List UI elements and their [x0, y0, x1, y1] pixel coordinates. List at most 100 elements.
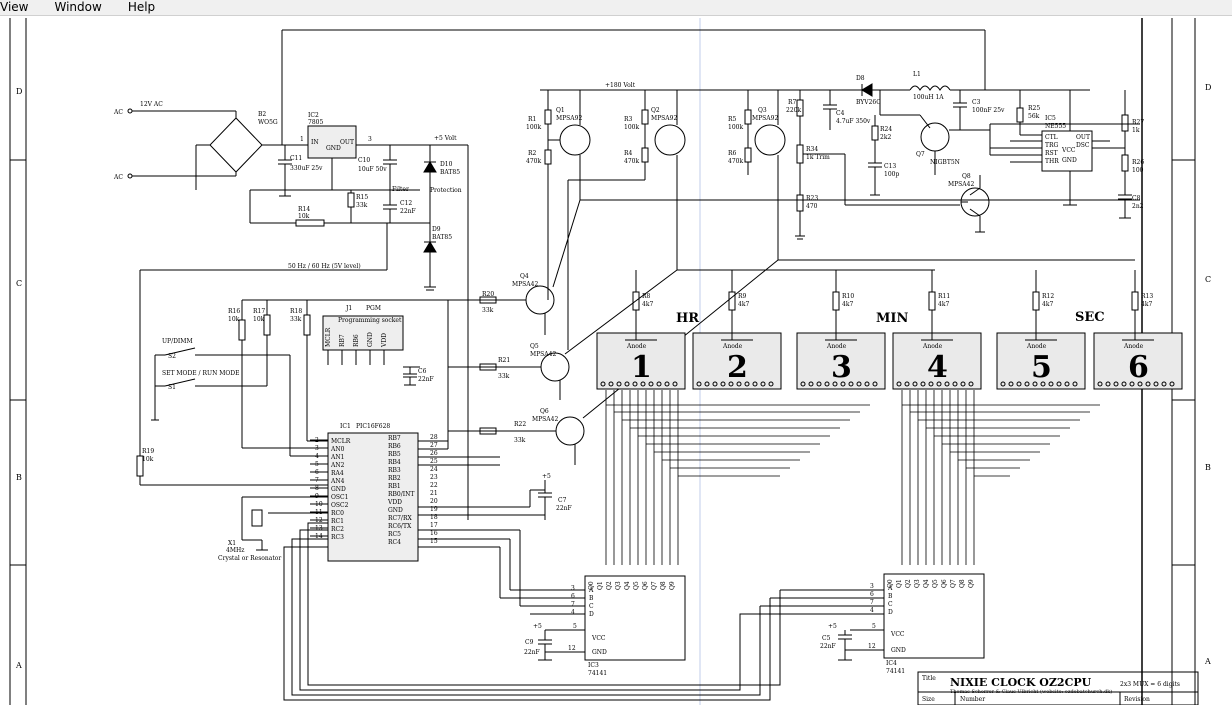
mcu-pin-number: 12 — [315, 517, 323, 524]
q1-ref: Q1 — [556, 107, 565, 114]
row-b-left: B — [16, 473, 22, 482]
cathode-pin — [600, 381, 606, 387]
cathode-bus — [605, 390, 1100, 565]
cathode-pin — [736, 381, 742, 387]
mcu-pin-label: RB6 — [388, 443, 401, 450]
mcu-pin-number: 7 — [315, 477, 319, 484]
ic2-value: 7805 — [308, 119, 323, 126]
mcu-pin-number: 5 — [315, 461, 319, 468]
r17-value: 10k — [253, 316, 265, 323]
ic4-vcc: VCC — [890, 631, 905, 638]
mcu-pin-number: 18 — [430, 514, 438, 521]
cathode-pin — [856, 381, 862, 387]
decoder-output-label: Q6 — [642, 581, 649, 590]
menu-window[interactable]: Window — [54, 0, 102, 14]
vcc-label: +5 Volt — [434, 135, 457, 142]
decoders — [283, 522, 985, 701]
decoder-input-label: D — [888, 609, 893, 616]
mcu-section — [136, 299, 552, 562]
cathode-pin — [824, 381, 830, 387]
mcu-pin-label: RB5 — [388, 451, 401, 458]
anode-resistor-value: 4k7 — [842, 301, 853, 308]
mcu-pin-number: 25 — [430, 458, 438, 465]
ic5-ref: IC5 — [1045, 115, 1056, 122]
l1-value: 100uH 1A — [913, 94, 944, 101]
ic1-ref: IC1 — [340, 423, 351, 430]
nixie-digit: 6 — [1128, 350, 1149, 385]
mcu-pin-number: 16 — [430, 530, 438, 537]
cathode-pin — [664, 381, 670, 387]
ic4-value: 74141 — [886, 668, 905, 675]
cathode-pin — [808, 381, 814, 387]
nixie-tube — [1093, 332, 1183, 390]
decoder-output-label: Q4 — [923, 579, 930, 588]
mcu-pin-number: 28 — [430, 434, 438, 441]
cathode-pin — [904, 381, 910, 387]
q3-ref: Q3 — [758, 107, 767, 114]
cathode-pin — [1153, 381, 1159, 387]
anode-label: Anode — [826, 343, 847, 350]
cathode-pin — [1072, 381, 1078, 387]
cathode-pin — [616, 381, 622, 387]
r20-ref: R20 — [482, 291, 494, 298]
row-c-left: C — [16, 279, 22, 288]
decoder-input-label: B — [888, 593, 893, 600]
r23-value: 470 — [806, 203, 818, 210]
j1-ref: J1 — [345, 305, 352, 312]
decoder-output-label: Q3 — [615, 581, 622, 590]
decoder-output-label: Q1 — [896, 579, 903, 588]
r6-ref: R6 — [728, 150, 737, 157]
anode-drivers — [448, 90, 1140, 465]
title-text: NIXIE CLOCK OZ2CPU — [950, 676, 1092, 689]
s2-ref: S2 — [168, 353, 176, 360]
mcu-pin-label: RB3 — [388, 467, 401, 474]
cathode-pin — [656, 381, 662, 387]
decoder-output-label: Q0 — [887, 579, 894, 588]
cathode-pin — [1169, 381, 1175, 387]
revision-label: Revision — [1124, 696, 1150, 703]
decoder-output-label: Q7 — [651, 581, 658, 590]
mcu-pin-label: AN0 — [330, 446, 345, 453]
cathode-pin — [624, 381, 630, 387]
ic3-gnd: GND — [592, 649, 607, 656]
nixie-digit: 4 — [927, 350, 948, 385]
nixie-digit: 3 — [831, 350, 852, 385]
hv-rail: +180 Volt — [605, 82, 636, 89]
anode-resistor-value: 4k7 — [642, 301, 653, 308]
mcu-pin-number: 26 — [430, 450, 438, 457]
cathode-pin — [1000, 381, 1006, 387]
cathode-pin — [936, 381, 942, 387]
j1-pin-label: RB7 — [339, 334, 346, 347]
decoder-output-label: Q7 — [950, 579, 957, 588]
cathode-pin — [944, 381, 950, 387]
row-d-right: D — [1205, 83, 1211, 92]
anode-resistor-ref: R13 — [1141, 293, 1153, 300]
c11-value: 330uF 25v — [290, 165, 323, 172]
cathode-pin — [672, 381, 678, 387]
c7-plus5: +5 — [542, 473, 551, 480]
row-a-left: A — [15, 661, 22, 670]
mcu-pin-label: MCLR — [331, 438, 351, 445]
mcu-pin-label: AN4 — [330, 478, 345, 485]
menu-help[interactable]: Help — [127, 0, 156, 14]
q2-value: MPSA92 — [651, 115, 677, 122]
mcu-pin-label: AN2 — [330, 462, 345, 469]
ic1-value: PIC16F628 — [356, 423, 390, 430]
cathode-pin — [840, 381, 846, 387]
anode-resistor-value: 4k7 — [1042, 301, 1053, 308]
anode-resistor-value: 4k7 — [1141, 301, 1152, 308]
cathode-pin — [1056, 381, 1062, 387]
decoder-output-label: Q2 — [606, 581, 613, 590]
cathode-pin — [760, 381, 766, 387]
decoder-input-pin: 4 — [870, 607, 874, 614]
menu-view[interactable]: View — [0, 0, 29, 14]
mcu-pin-label: RB1 — [388, 483, 401, 490]
cathode-pin — [1113, 381, 1119, 387]
decoder-output-label: Q9 — [968, 579, 975, 588]
decoder-output-label: Q6 — [941, 579, 948, 588]
r15-value: 33k — [356, 202, 368, 209]
r25-ref: R25 — [1028, 105, 1040, 112]
anode-resistor-ref: R11 — [938, 293, 950, 300]
c4-ref: C4 — [836, 110, 845, 117]
